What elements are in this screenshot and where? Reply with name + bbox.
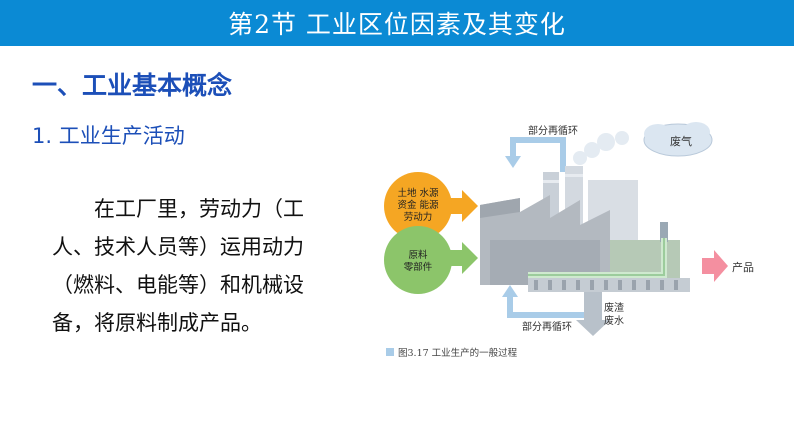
material-input-circle	[384, 226, 452, 294]
waste-label-line1: 废渣	[604, 301, 624, 314]
conveyor-pipe-icon	[528, 238, 690, 292]
recycle-label-top: 部分再循环	[528, 124, 578, 137]
figure-caption: 图3.17 工业生产的一般过程	[398, 347, 518, 359]
body-paragraph: 在工厂里，劳动力（工人、技术人员等）运用动力（燃料、电能等）和机械设备，将原料制…	[52, 197, 304, 335]
industrial-process-figure: 部分再循环 废气	[378, 110, 778, 370]
caption-marker-icon	[386, 348, 394, 356]
title-bar: 第2节 工业区位因素及其变化	[0, 0, 794, 46]
product-label: 产品	[732, 260, 754, 274]
recycle-arrow-top	[510, 137, 566, 172]
waste-label-line2: 废水	[604, 314, 624, 327]
resource-line2: 资金 能源	[397, 199, 439, 211]
material-line1: 原料	[408, 249, 428, 261]
sub-heading: 1. 工业生产活动	[32, 124, 185, 148]
page-title: 第2节 工业区位因素及其变化	[228, 10, 566, 39]
process-diagram: 部分再循环 废气	[384, 122, 754, 359]
small-chimney	[660, 222, 668, 242]
recycle-arrowhead-bottom	[502, 285, 518, 297]
product-arrow-icon	[702, 250, 728, 282]
recycle-arrowhead-top	[505, 156, 521, 168]
factory-main-icon	[480, 195, 610, 285]
material-line2: 零部件	[404, 261, 433, 273]
waste-arrow-icon	[576, 292, 610, 336]
resource-input-circle	[384, 172, 452, 240]
section-heading: 一、工业基本概念	[32, 71, 233, 100]
resource-line3: 劳动力	[404, 211, 433, 223]
exhaust-cloud-icon	[643, 122, 713, 157]
recycle-label-bottom: 部分再循环	[522, 320, 572, 333]
exhaust-label: 废气	[670, 134, 692, 148]
recycle-arrow-bottom	[507, 292, 596, 318]
resource-line1: 土地 水源	[397, 187, 439, 199]
smoke-icon	[573, 131, 629, 165]
